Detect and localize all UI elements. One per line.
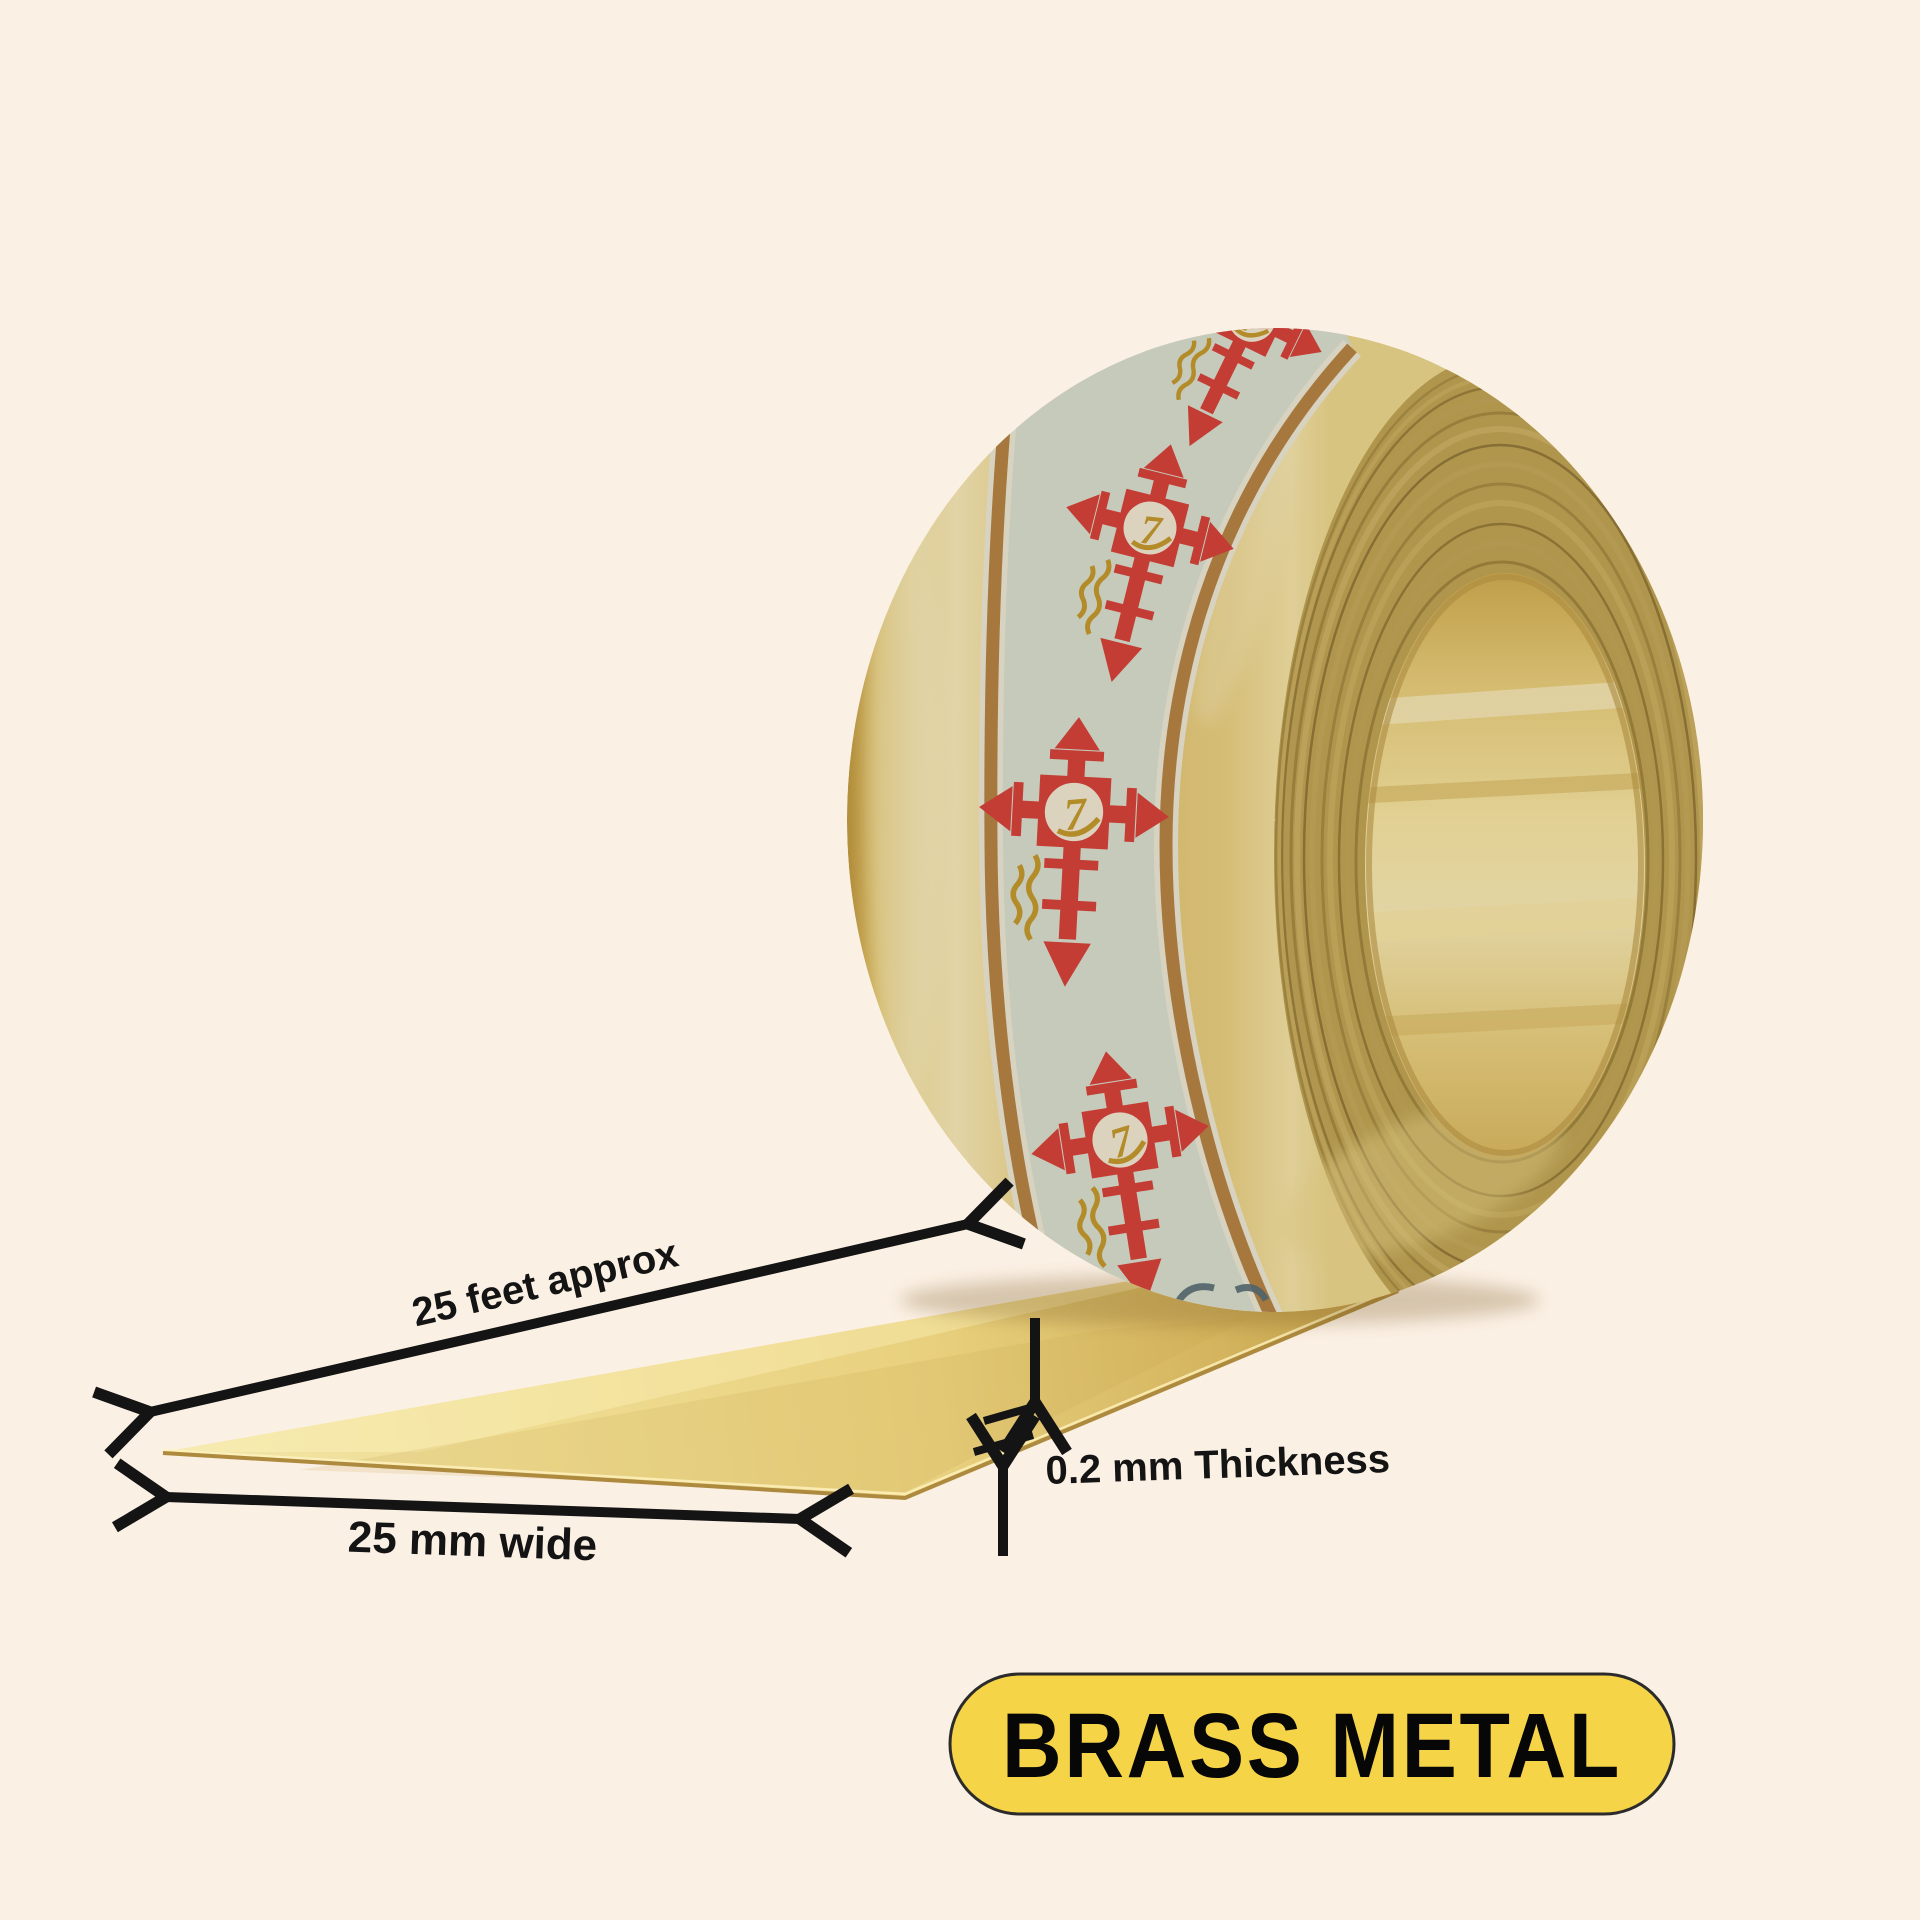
roll-edge-shading (847, 328, 1703, 1312)
brass-roll (847, 328, 1703, 1312)
badge-label: BRASS METAL (1002, 1695, 1622, 1797)
length-arrow (150, 1224, 968, 1412)
width-annotation: 25 mm wide (166, 1497, 800, 1570)
badge-pill (948, 1672, 1676, 1816)
width-arrow (166, 1497, 800, 1519)
badge: BRASS METAL (948, 1672, 1676, 1816)
width-label: 25 mm wide (347, 1513, 598, 1571)
